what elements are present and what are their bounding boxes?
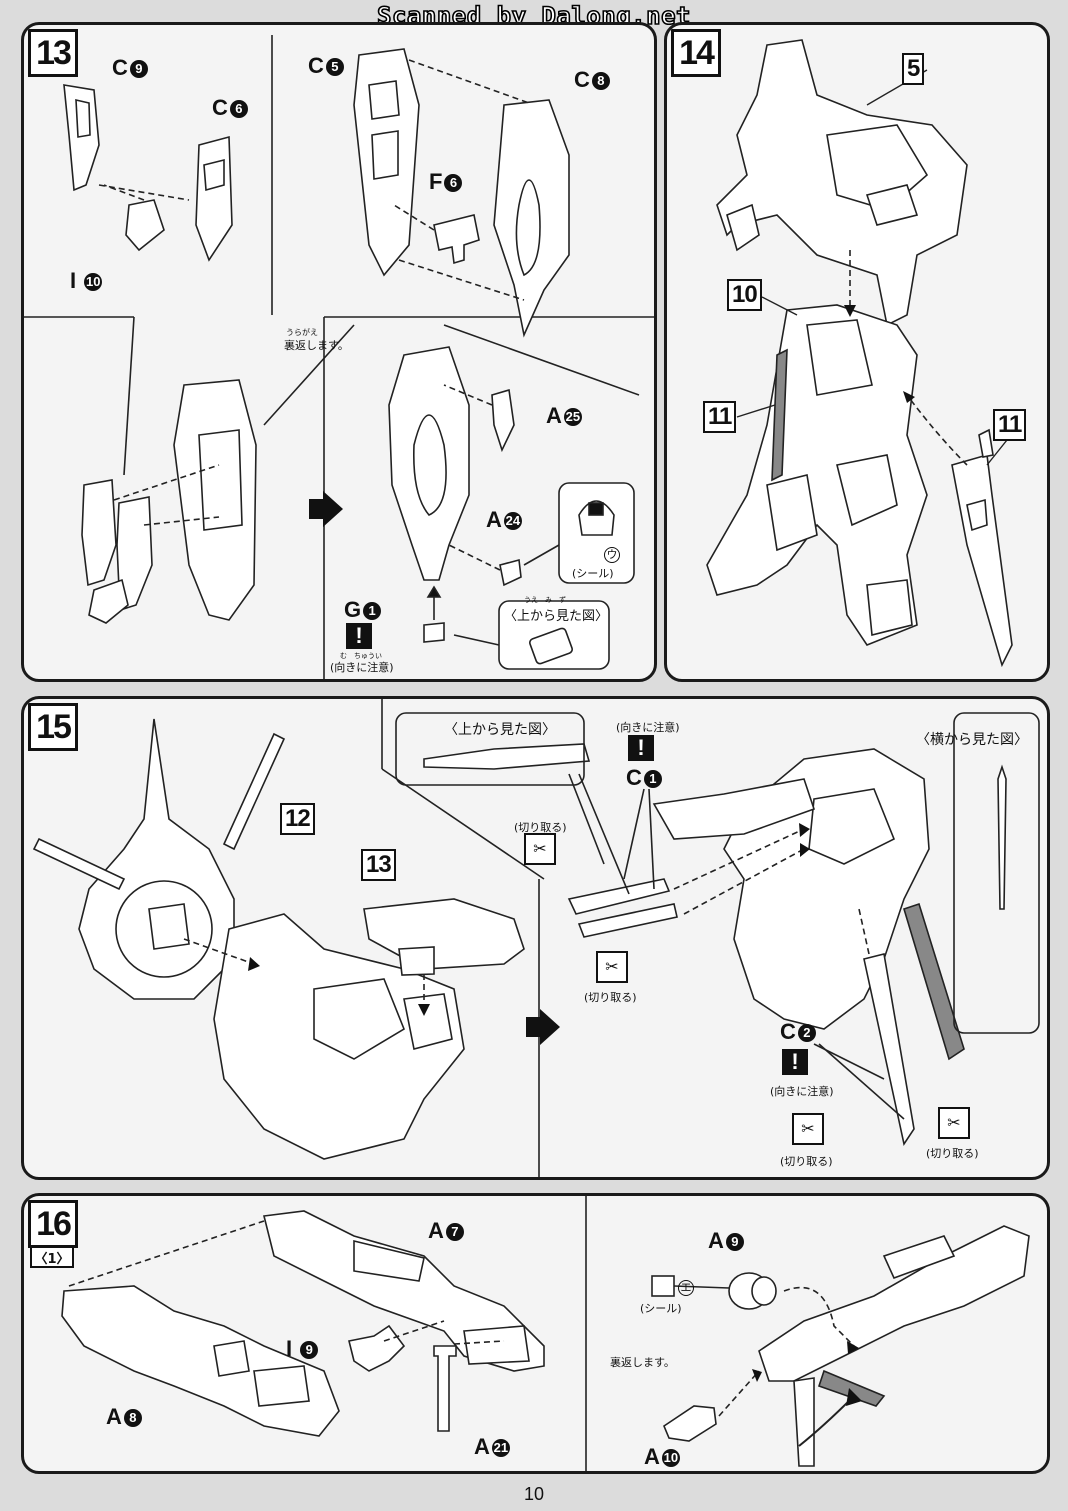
ref-box-11-part: 11 <box>993 409 1027 441</box>
step-14-illustration <box>706 39 1013 668</box>
cut-note: (切り取る) <box>514 821 567 834</box>
flip-note: 裏返します。 <box>284 339 349 352</box>
flip-note: 裏返します。 <box>610 1356 675 1369</box>
step-15-illustration <box>32 699 1040 1177</box>
sticker-letter: エ <box>678 1280 694 1296</box>
top-view-caption: 〈上から見た図〉 <box>504 609 609 624</box>
step-14-panel: 14 <box>664 22 1050 682</box>
nipper-cut-icon: ✂ <box>792 1113 824 1145</box>
cut-note: (切り取る) <box>584 991 637 1004</box>
step-15-panel: 15 <box>21 696 1050 1180</box>
sticker-caption: (シール) <box>640 1302 682 1315</box>
process-arrow-icon <box>323 491 343 527</box>
nipper-cut-icon: ✂ <box>938 1107 970 1139</box>
warning-icon: ! <box>782 1049 808 1075</box>
part-label-i10: I 10 <box>70 268 103 293</box>
sticker-caption: (シール) <box>572 567 614 580</box>
nipper-cut-icon: ✂ <box>524 833 556 865</box>
process-arrow-bar <box>309 499 323 519</box>
top-view-ruby: うえ み ず <box>524 596 566 604</box>
step-16-panel: 16 〈1〉 <box>21 1193 1050 1474</box>
step-16-illustration <box>61 1196 1030 1471</box>
process-arrow-bar <box>526 1017 540 1037</box>
orientation-note-c1: (向きに注意) <box>616 721 680 734</box>
orientation-ruby: む ちゅうい <box>340 652 382 660</box>
orientation-note-c2: (向きに注意) <box>770 1085 834 1098</box>
warning-icon: ! <box>628 735 654 761</box>
substep-label: 〈1〉 <box>30 1246 74 1268</box>
step-13-illustration <box>24 35 654 679</box>
process-arrow-icon <box>540 1009 560 1045</box>
step-13-panel: 13 <box>21 22 657 682</box>
sticker-letter: ウ <box>604 547 620 563</box>
ref-box-10: 10 <box>727 279 762 311</box>
nipper-cut-icon: ✂ <box>596 951 628 983</box>
ref-box-5: 5 <box>902 53 925 85</box>
step-number-15: 15 <box>28 703 78 751</box>
flip-ruby: うらがえ <box>286 328 318 337</box>
ref-box-11-body: 11 <box>703 401 737 433</box>
orientation-note: (向きに注意) <box>330 661 394 674</box>
cut-note: (切り取る) <box>780 1155 833 1168</box>
ref-box-13: 13 <box>361 849 396 881</box>
cut-note: (切り取る) <box>926 1147 979 1160</box>
step-number-14: 14 <box>671 29 721 77</box>
top-view-caption: 〈上から見た図〉 <box>444 722 556 738</box>
part-label-i9: I 9 <box>286 1338 319 1360</box>
page-number: 10 <box>523 1484 545 1504</box>
step-number-13: 13 <box>28 29 78 77</box>
side-view-caption: 〈横から見た図〉 <box>916 732 1028 748</box>
warning-icon: ! <box>346 623 372 649</box>
ref-box-12: 12 <box>280 803 315 835</box>
